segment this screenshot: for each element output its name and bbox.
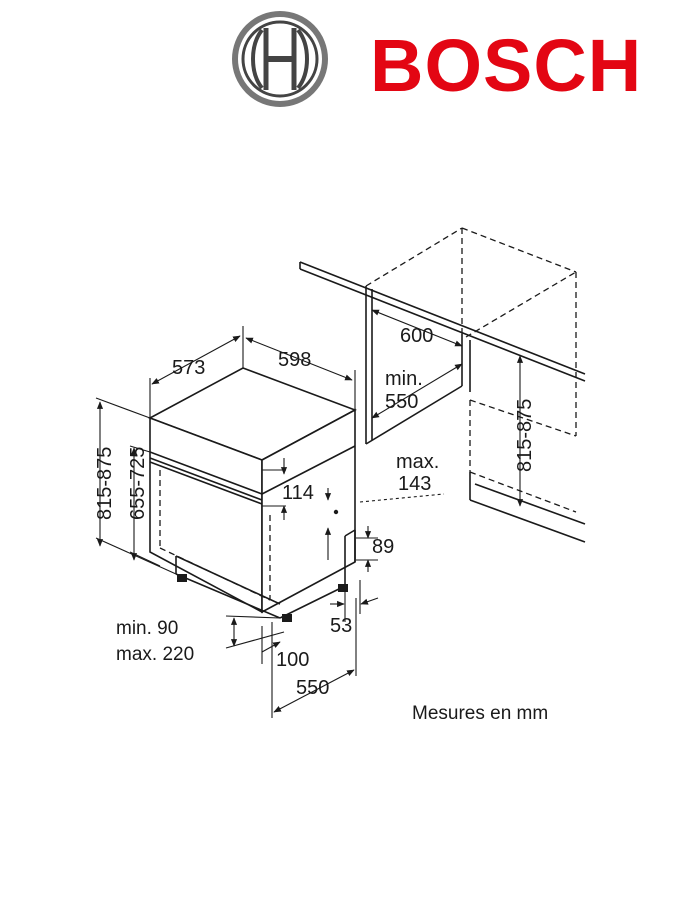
dim-max-143: 143 bbox=[398, 473, 431, 495]
dim-89: 89 bbox=[372, 536, 394, 558]
brand-name: BOSCH bbox=[370, 24, 642, 107]
dim-573: 573 bbox=[172, 357, 205, 379]
units-note: Mesures en mm bbox=[412, 703, 548, 724]
dim-815-875-right: 815-875 bbox=[514, 399, 536, 472]
dim-598: 598 bbox=[278, 349, 311, 371]
bosch-armature-icon bbox=[232, 11, 328, 107]
dim-815-875-left: 815-875 bbox=[94, 447, 116, 520]
dim-max-label: max. bbox=[396, 451, 439, 473]
dim-plinth-max: max. 220 bbox=[116, 644, 194, 665]
dim-min-550: 550 bbox=[385, 391, 418, 413]
dim-100: 100 bbox=[276, 649, 309, 671]
dim-min-label: min. bbox=[385, 368, 423, 390]
dim-550-bottom: 550 bbox=[296, 677, 329, 699]
dishwasher-body bbox=[148, 367, 357, 622]
dim-114: 114 bbox=[282, 482, 314, 504]
dimension-lines bbox=[95, 309, 524, 718]
dim-53: 53 bbox=[330, 615, 352, 637]
dim-plinth-min: min. 90 bbox=[116, 618, 178, 639]
dim-655-725: 655-725 bbox=[127, 447, 149, 520]
dim-600: 600 bbox=[400, 325, 433, 347]
